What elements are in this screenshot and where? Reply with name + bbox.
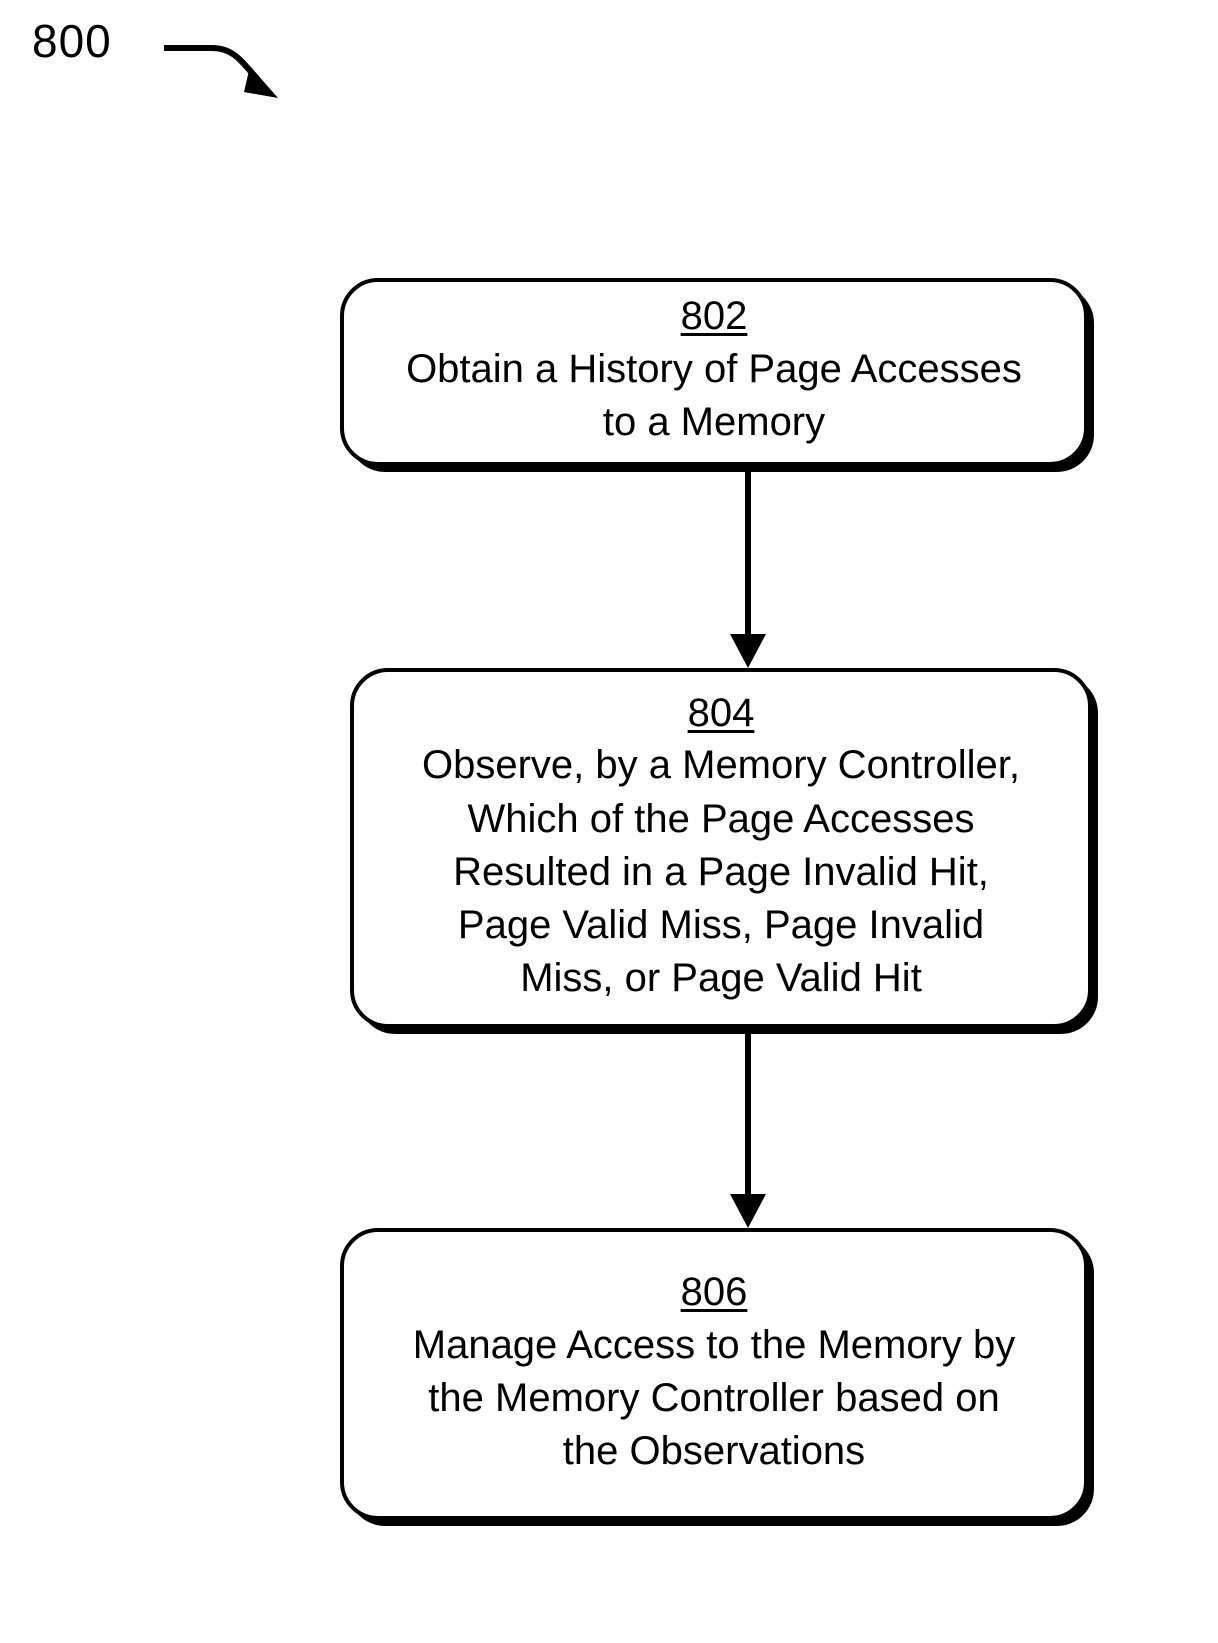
step-text-806: Manage Access to the Memory by the Memor…	[412, 1322, 1016, 1473]
step-number-806: 806	[680, 1269, 748, 1314]
flow-step-806[interactable]: 806 Manage Access to the Memory by the M…	[340, 1228, 1088, 1520]
step-text-802: Obtain a History of Page Accesses to a M…	[406, 347, 1022, 445]
curved-arrow-icon	[164, 45, 278, 98]
flow-step-802[interactable]: 802 Obtain a History of Page Accesses to…	[340, 278, 1088, 466]
connector-804-to-806	[730, 1032, 766, 1228]
step-number-802: 802	[680, 294, 748, 339]
step-number-804: 804	[687, 690, 755, 735]
connector-802-to-804	[730, 470, 766, 668]
step-text-804: Observe, by a Memory Controller, Which o…	[422, 743, 1020, 1001]
figure-reference-numeral: 800	[32, 15, 112, 67]
flow-step-804[interactable]: 804 Observe, by a Memory Controller, Whi…	[350, 668, 1092, 1028]
